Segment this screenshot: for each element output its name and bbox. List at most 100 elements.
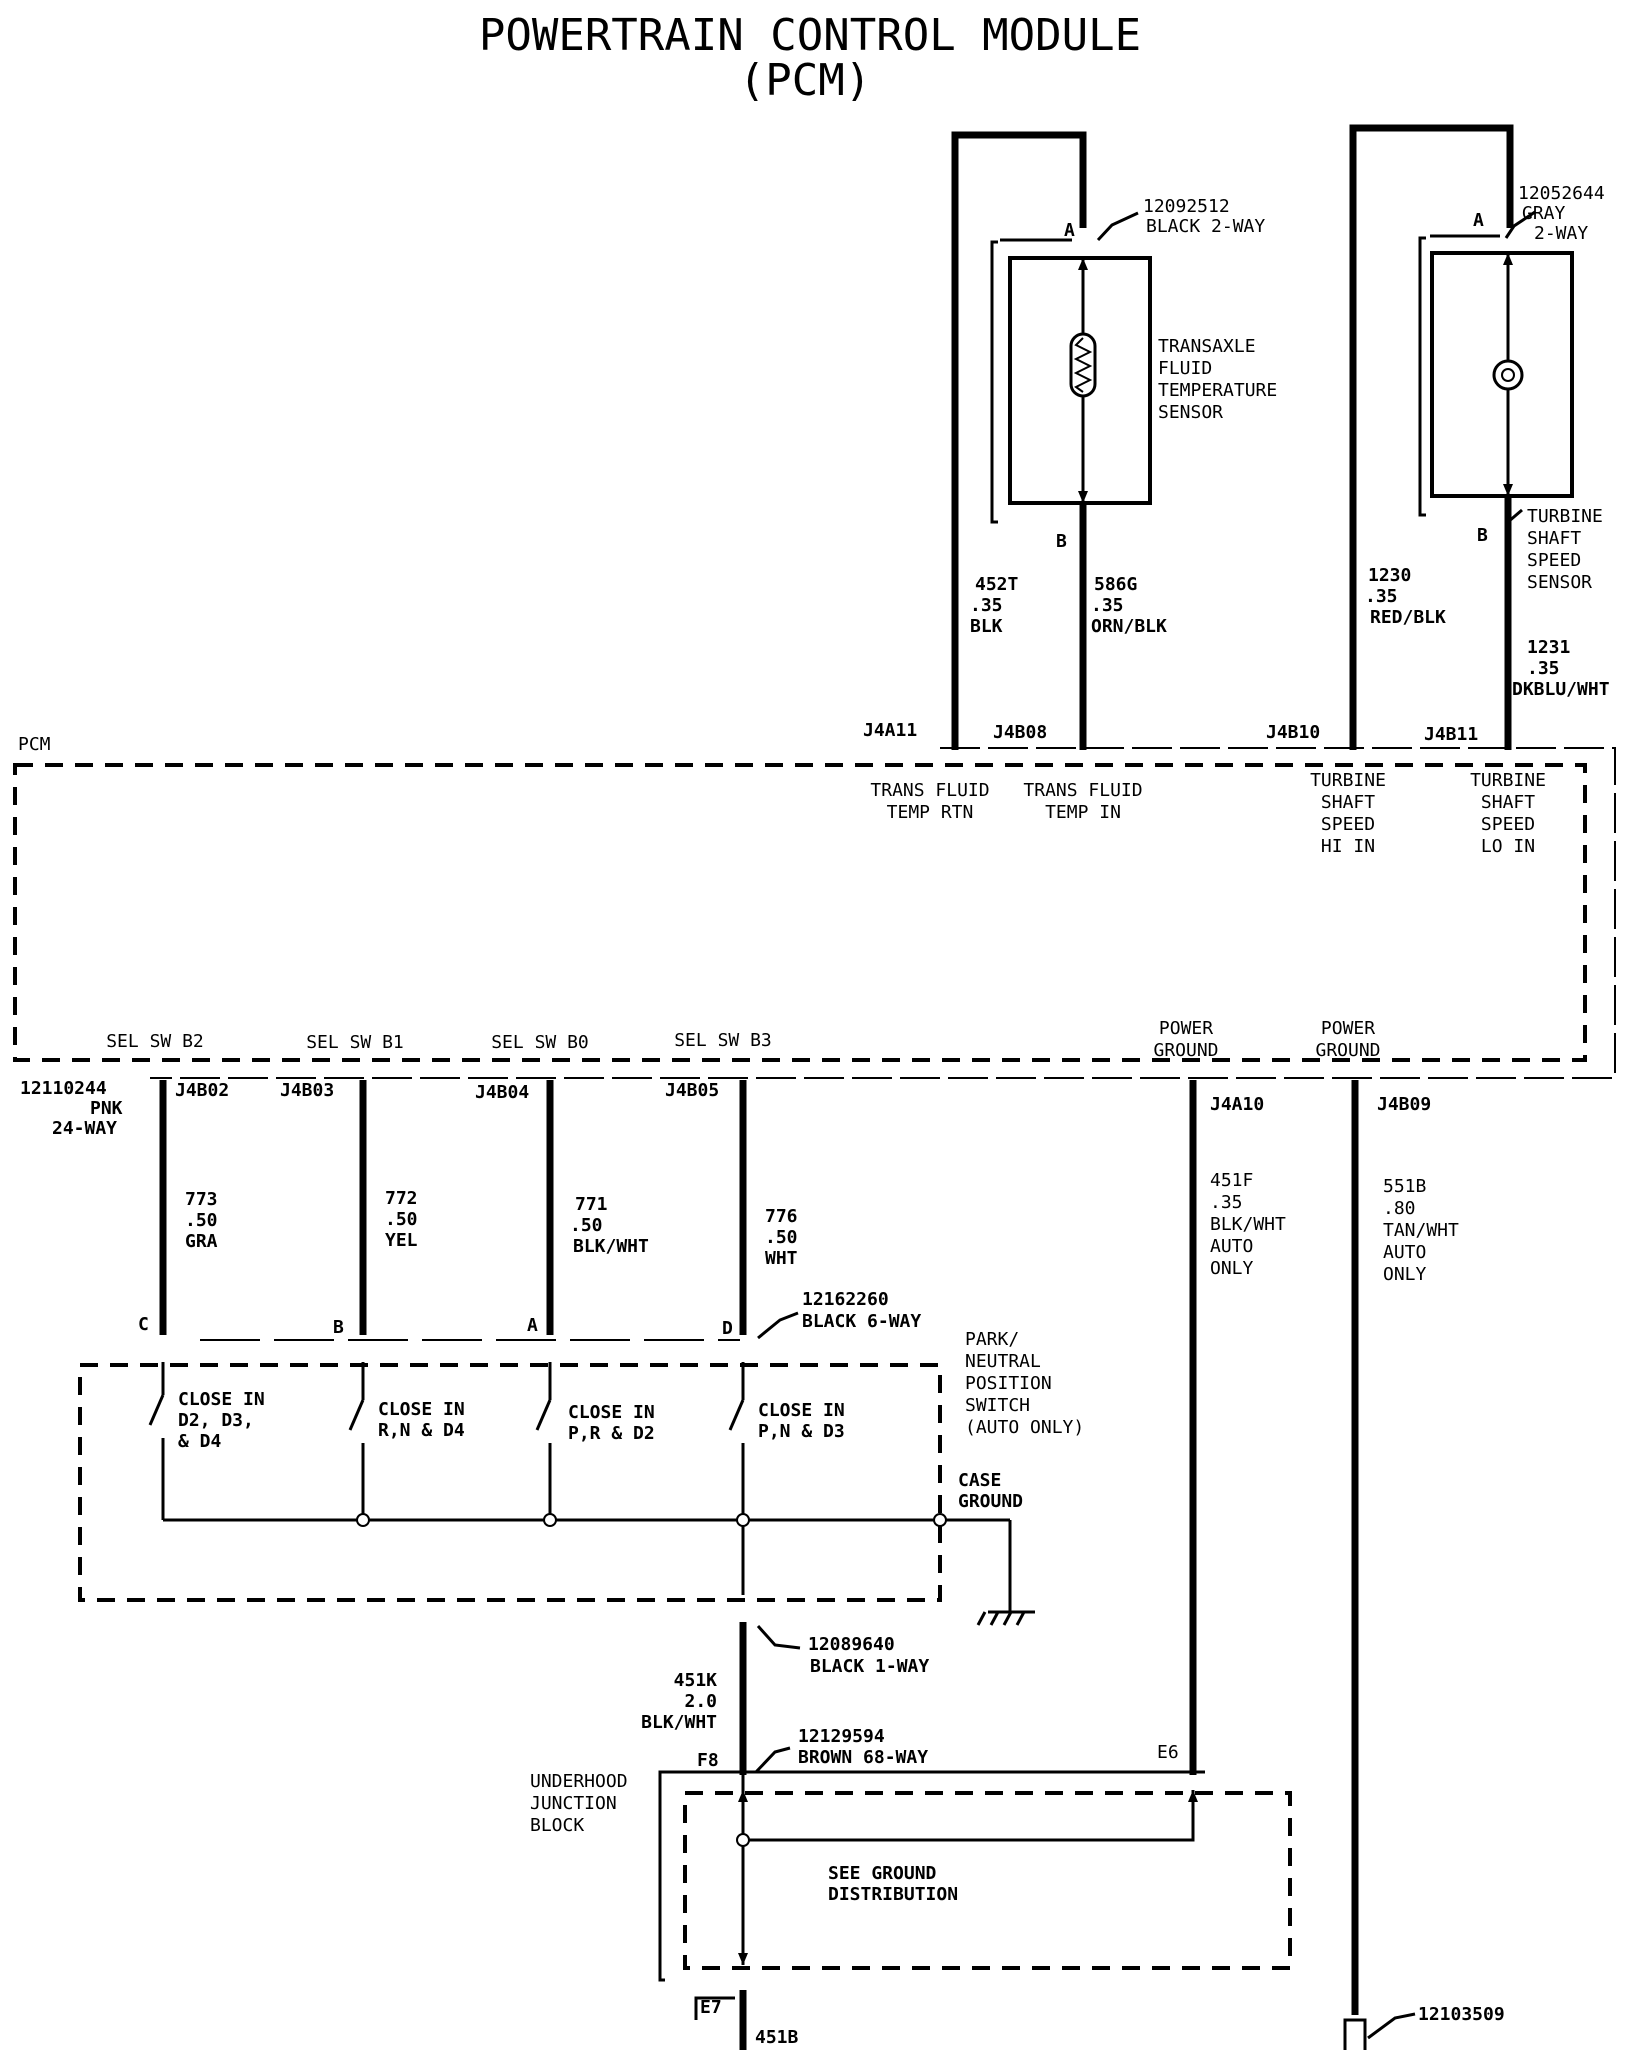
tss-part-number: 12052644 <box>1518 183 1605 204</box>
wire-label: 451K <box>674 1670 718 1691</box>
wire-label: GRA <box>185 1231 218 1252</box>
pcm-module: PCM TRANS FLUID TEMP RTN TRANS FLUID TEM… <box>13 734 1616 1139</box>
pcm-signal: SPEED <box>1321 814 1375 835</box>
tft-bracket <box>990 240 998 524</box>
wire-label: DKBLU/WHT <box>1512 679 1610 700</box>
wire-label: RED/BLK <box>1370 607 1446 628</box>
pin-label: J4A10 <box>1210 1094 1264 1115</box>
junction-name-line: UNDERHOOD <box>530 1771 628 1792</box>
wire-label: .80 <box>1383 1198 1416 1219</box>
pnp-part-number: 12162260 <box>802 1289 889 1310</box>
junction-connector: BROWN 68-WAY <box>798 1747 928 1768</box>
wire-label: BLK/WHT <box>1210 1214 1286 1235</box>
tft-sensor: 12092512 BLACK 2-WAY A B TRANSAXLE FLUID… <box>951 131 1277 750</box>
junction-block-outline <box>683 1791 1292 1970</box>
junction-name-line: BLOCK <box>530 1815 584 1836</box>
pin-label: E7 <box>700 1997 722 2018</box>
wire-label: .50 <box>185 1210 218 1231</box>
pin-label: E6 <box>1157 1742 1179 1763</box>
pin-label: J4B02 <box>175 1080 229 1101</box>
contact-label: P,R & D2 <box>568 1423 655 1444</box>
wire-452t <box>951 131 1087 750</box>
wire-label: .50 <box>765 1227 798 1248</box>
pin-label: J4B08 <box>993 722 1047 743</box>
pcm-signal: LO IN <box>1481 836 1535 857</box>
tss-sensor-body <box>1430 251 1574 498</box>
pcm-signal: TRANS FLUID <box>870 780 989 801</box>
tss-pin-a: A <box>1473 210 1484 231</box>
wire-label: ORN/BLK <box>1091 616 1167 637</box>
pnp-name-line: PARK/ <box>965 1329 1019 1350</box>
pcm-signal: SEL SW B0 <box>491 1032 589 1053</box>
wire-label: .35 <box>1527 658 1560 679</box>
wire-label: BLK <box>970 616 1003 637</box>
wire-label: WHT <box>765 1248 798 1269</box>
pin-label: J4A11 <box>863 720 917 741</box>
wire-label: 772 <box>385 1188 418 1209</box>
tss-name-line: SENSOR <box>1527 572 1592 593</box>
tft-name-line: TRANSAXLE <box>1158 336 1256 357</box>
wire-label: 1230 <box>1368 565 1411 586</box>
tss-bracket <box>1418 236 1426 517</box>
pcm-signal: SEL SW B3 <box>674 1030 772 1051</box>
wire-label: .35 <box>1365 586 1398 607</box>
pcm-signal: POWER <box>1321 1018 1375 1039</box>
tss-name-line: SHAFT <box>1527 528 1581 549</box>
wire-label: .35 <box>970 595 1003 616</box>
contact-label: D2, D3, <box>178 1410 254 1431</box>
wire-label: 551B <box>1383 1176 1426 1197</box>
case-ground-label: CASE <box>958 1470 1001 1491</box>
pcm-label: PCM <box>18 734 51 755</box>
tft-connector: BLACK 2-WAY <box>1146 216 1265 237</box>
contact-label: CLOSE IN <box>758 1400 845 1421</box>
pcm-outline <box>13 763 1587 1062</box>
pnp-switch-outline <box>78 1363 942 1602</box>
wire-label: BLK/WHT <box>641 1712 717 1733</box>
tss-pin-b: B <box>1477 525 1488 546</box>
pcm-signal: SHAFT <box>1481 792 1535 813</box>
wire-label: BLK/WHT <box>573 1236 649 1257</box>
pin-label: J4B09 <box>1377 1094 1431 1115</box>
diagram-title-line2: (PCM) <box>739 55 871 106</box>
pcm-signal: TURBINE <box>1470 770 1546 791</box>
junction-note: SEE GROUND <box>828 1863 937 1884</box>
junction-note: DISTRIBUTION <box>828 1884 958 1905</box>
switch-pin: D <box>722 1318 733 1339</box>
wire-label: AUTO <box>1383 1242 1426 1263</box>
wire-1230 <box>1349 124 1514 750</box>
tft-pin-a: A <box>1064 220 1075 241</box>
diagram-title-line1: POWERTRAIN CONTROL MODULE <box>479 10 1141 61</box>
contact-label: P,N & D3 <box>758 1421 845 1442</box>
wire-label: 586G <box>1094 574 1137 595</box>
tss-name-line: TURBINE <box>1527 506 1603 527</box>
wire-label: AUTO <box>1210 1236 1253 1257</box>
pnp-name-line: POSITION <box>965 1373 1052 1394</box>
pcm-signal: GROUND <box>1153 1040 1218 1061</box>
wire-label: .35 <box>1091 595 1124 616</box>
wire-label: 452T <box>975 574 1019 595</box>
wire-label: 451B <box>755 2027 799 2048</box>
select-switch-wires: J4B02 J4B03 J4B04 J4B05 773 .50 GRA 772 … <box>138 1080 921 1341</box>
tft-name-line: TEMPERATURE <box>1158 380 1277 401</box>
tss-sensor: 12052644 GRAY 2-WAY A B TURBINE SHAFT SP… <box>1349 124 1605 750</box>
wire-label: 1231 <box>1527 637 1570 658</box>
pin-label: J4B04 <box>475 1082 529 1103</box>
tss-color: GRAY <box>1522 203 1566 224</box>
junction-part: 12129594 <box>798 1726 885 1747</box>
pin-label: J4B03 <box>280 1080 334 1101</box>
wire-label: TAN/WHT <box>1383 1220 1459 1241</box>
wire-label: 776 <box>765 1206 798 1227</box>
pcm-signal: SHAFT <box>1321 792 1375 813</box>
pin-label: J4B11 <box>1424 724 1478 745</box>
pin-label: J4B10 <box>1266 722 1320 743</box>
pnp-switch: CLOSE IN D2, D3, & D4 CLOSE IN R,N & D4 … <box>78 1329 1084 1626</box>
pcm-signal: TURBINE <box>1310 770 1386 791</box>
pcm-signal: POWER <box>1159 1018 1213 1039</box>
case-ground-label: GROUND <box>958 1491 1023 1512</box>
wire-label: ONLY <box>1383 1264 1427 1285</box>
wire-label: 773 <box>185 1189 218 1210</box>
tft-name-line: SENSOR <box>1158 402 1223 423</box>
tft-part-number: 12092512 <box>1143 196 1230 217</box>
pcm-signal: TEMP IN <box>1045 802 1121 823</box>
